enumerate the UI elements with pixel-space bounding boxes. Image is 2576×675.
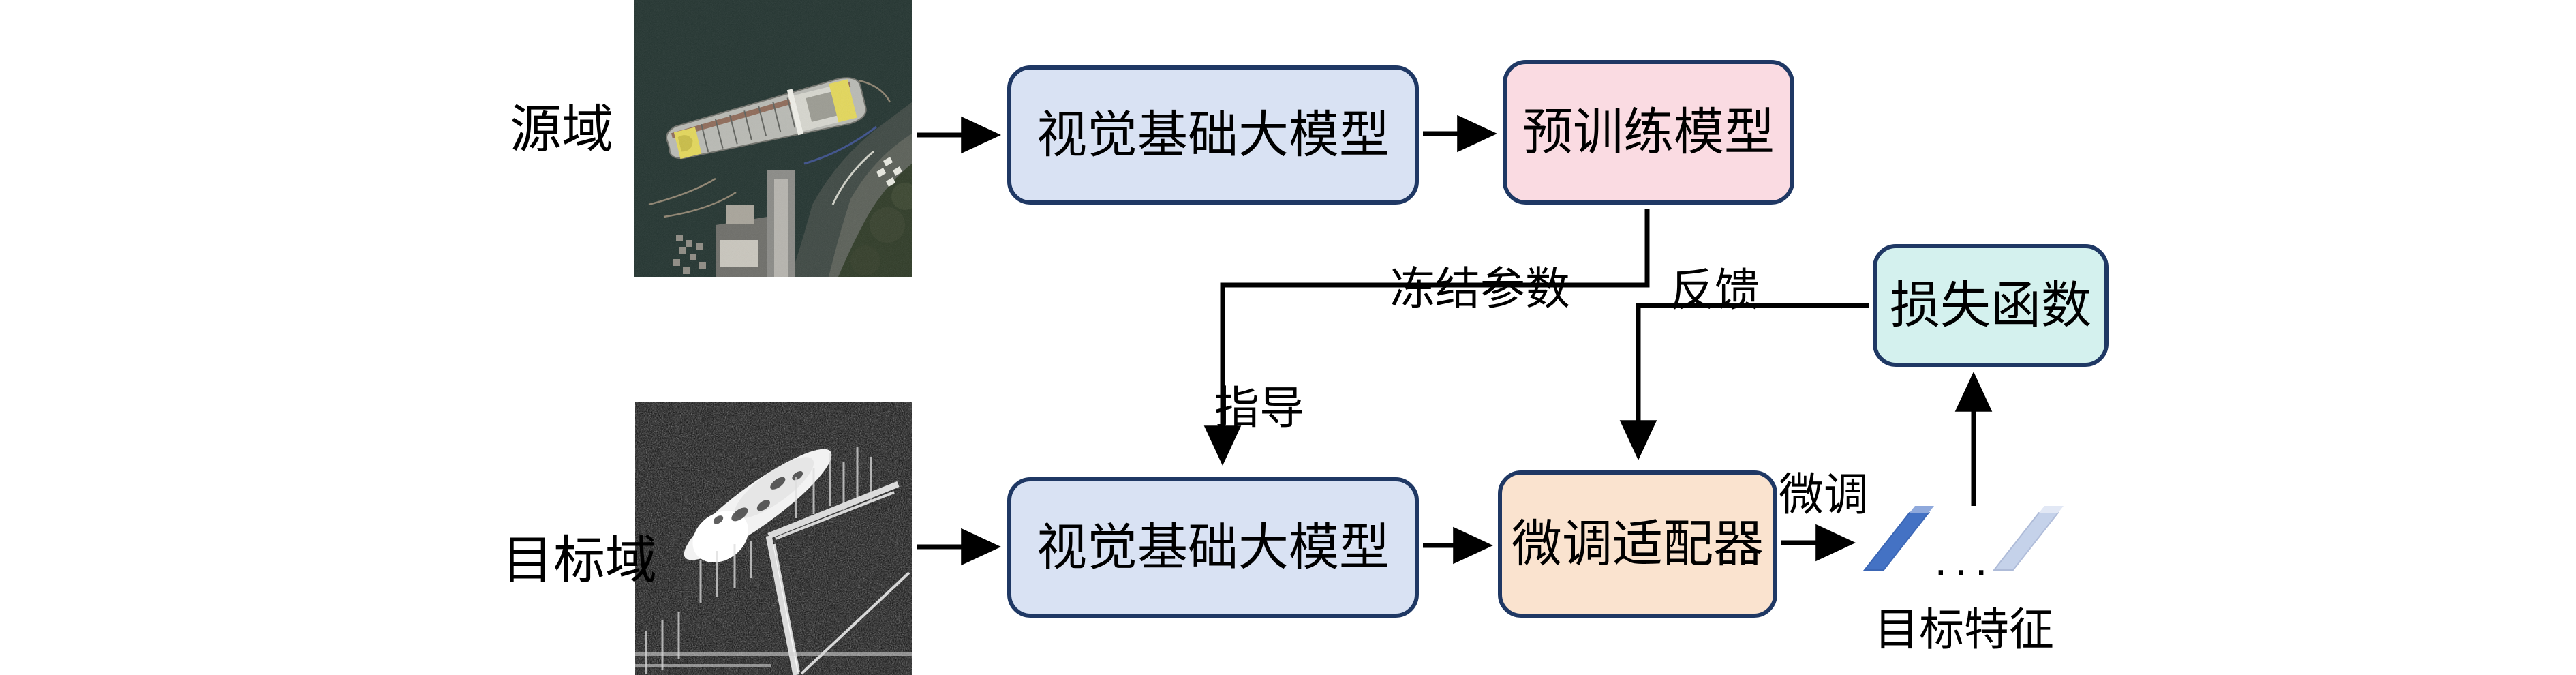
node-visual-foundation-model-bottom[interactable]: 视觉基础大模型 bbox=[1007, 477, 1419, 618]
feature-ellipsis: ... bbox=[1934, 536, 1995, 586]
feature-bar-dark bbox=[1862, 506, 1934, 571]
node-loss-function[interactable]: 损失函数 bbox=[1873, 244, 2109, 367]
label-guide: 指导 bbox=[1214, 382, 1304, 434]
node-label: 视觉基础大模型 bbox=[1037, 106, 1390, 164]
node-pretrained-model[interactable]: 预训练模型 bbox=[1503, 60, 1794, 205]
target-domain-image bbox=[635, 402, 912, 675]
source-domain-image bbox=[634, 0, 912, 277]
edge-feedback bbox=[1619, 303, 1869, 460]
label-finetune: 微调 bbox=[1779, 468, 1869, 521]
node-label: 微调适配器 bbox=[1512, 515, 1764, 573]
node-label: 预训练模型 bbox=[1522, 103, 1775, 162]
feature-bar-light bbox=[1992, 506, 2064, 571]
node-finetune-adapter[interactable]: 微调适配器 bbox=[1498, 470, 1777, 618]
label-target-feature: 目标特征 bbox=[1874, 603, 2054, 656]
node-label: 损失函数 bbox=[1890, 276, 2091, 335]
label-target-domain: 目标域 bbox=[502, 530, 657, 590]
edge-freeze-guide bbox=[1203, 209, 1650, 466]
label-source-domain: 源域 bbox=[510, 99, 613, 160]
node-label: 视觉基础大模型 bbox=[1037, 518, 1390, 577]
node-visual-foundation-model-top[interactable]: 视觉基础大模型 bbox=[1007, 65, 1419, 205]
label-feedback: 反馈 bbox=[1670, 264, 1760, 316]
label-freeze-parameters: 冻结参数 bbox=[1390, 262, 1570, 315]
